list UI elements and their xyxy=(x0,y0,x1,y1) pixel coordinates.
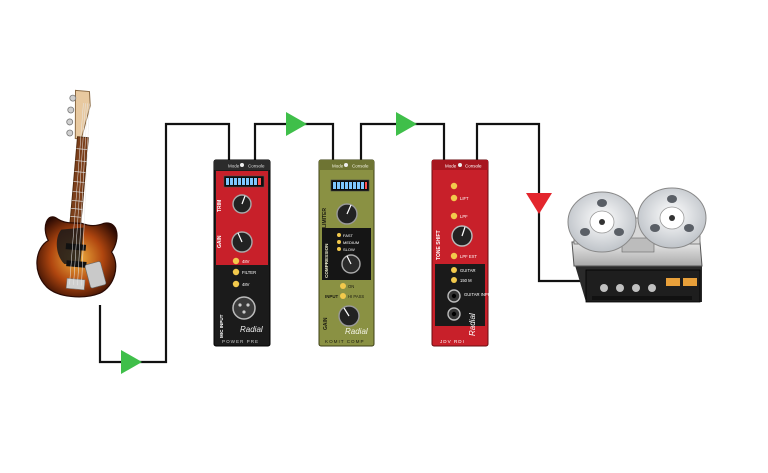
section-label: GUITAR INPUT xyxy=(464,292,494,297)
switch-label: LPF xyxy=(460,214,468,219)
section-label: COMPRESSION xyxy=(324,243,329,278)
xlr-input-jack[interactable] xyxy=(232,296,256,320)
switch-label: LIFT xyxy=(460,196,469,201)
module-top-label: Mode xyxy=(332,164,344,169)
module-top-label: Console xyxy=(465,164,482,169)
switch-label: ON xyxy=(348,284,354,289)
section-label: INPUT xyxy=(325,294,338,299)
toggle-switch[interactable] xyxy=(450,182,458,190)
toggle-switch[interactable] xyxy=(232,280,240,288)
toggle-switch[interactable] xyxy=(451,267,457,273)
green-arrow-right xyxy=(286,112,307,136)
brand-logo: Radial xyxy=(345,327,368,336)
brand-logo: Radial xyxy=(240,325,263,334)
switch-label: GUITAR xyxy=(460,268,476,273)
section-label: TONE SHIFT xyxy=(436,230,442,260)
toggle-switch[interactable] xyxy=(450,212,458,220)
speed-label: SLOW xyxy=(343,247,355,252)
module-top-label: Mode xyxy=(228,164,240,169)
bass-guitar-icon xyxy=(36,89,118,298)
red-arrow-down xyxy=(526,193,552,214)
module-top-label: Mode xyxy=(445,164,457,169)
module-top-label: Console xyxy=(352,164,369,169)
toggle-switch[interactable] xyxy=(232,257,240,265)
model-label: POWER PRE xyxy=(222,339,259,344)
switch-label: LPF EXT xyxy=(460,254,477,259)
toggle-switch[interactable] xyxy=(450,252,458,260)
section-label: GAIN xyxy=(217,235,223,248)
power-pre-module: Mode Console TRIM GAIN 48V FILTER 48V xyxy=(213,159,271,347)
brand-logo: Radial xyxy=(468,313,477,336)
section-label: MIC INPUT xyxy=(219,314,224,338)
toggle-switch[interactable] xyxy=(340,293,346,299)
reel-to-reel-tape-recorder-icon xyxy=(567,187,707,303)
model-label: KOMIT COMP xyxy=(325,339,365,344)
flow-arrows xyxy=(121,112,552,374)
toggle-switch[interactable] xyxy=(451,277,457,283)
toggle-switch[interactable] xyxy=(340,283,346,289)
left-tape-reel xyxy=(567,191,637,253)
komit-comp-module: Mode Console LIMITER COMPRESSION FAST ME… xyxy=(318,159,375,347)
wire-tone-shift-to-recorder xyxy=(475,122,583,283)
green-arrow-right xyxy=(121,350,142,374)
speed-label: MEDIUM xyxy=(343,240,359,245)
module-top-label: Console xyxy=(248,164,265,169)
right-tape-reel xyxy=(637,187,707,249)
section-label: LIMITER xyxy=(322,208,328,228)
green-arrow-right xyxy=(396,112,417,136)
toggle-switch[interactable] xyxy=(450,194,458,202)
switch-label: FILTER xyxy=(242,270,256,275)
switch-label: HI PASS xyxy=(348,294,364,299)
toggle-switch[interactable] xyxy=(232,268,240,276)
model-label: JDV RDI xyxy=(440,339,465,344)
switch-label: 48V xyxy=(242,259,250,264)
wire-guitar-to-preamp xyxy=(98,122,231,364)
section-label: TRIM xyxy=(217,200,223,212)
tone-shift-module: Mode Console LIFT LPF TONE SHIFT LPF EXT… xyxy=(431,159,494,347)
switch-label: 48V xyxy=(242,282,250,287)
speed-label: FAST xyxy=(343,233,354,238)
switch-row: 48V FILTER 48V xyxy=(216,257,268,292)
switch-label: 150 M xyxy=(460,278,472,283)
section-label: GAIN xyxy=(323,317,329,330)
